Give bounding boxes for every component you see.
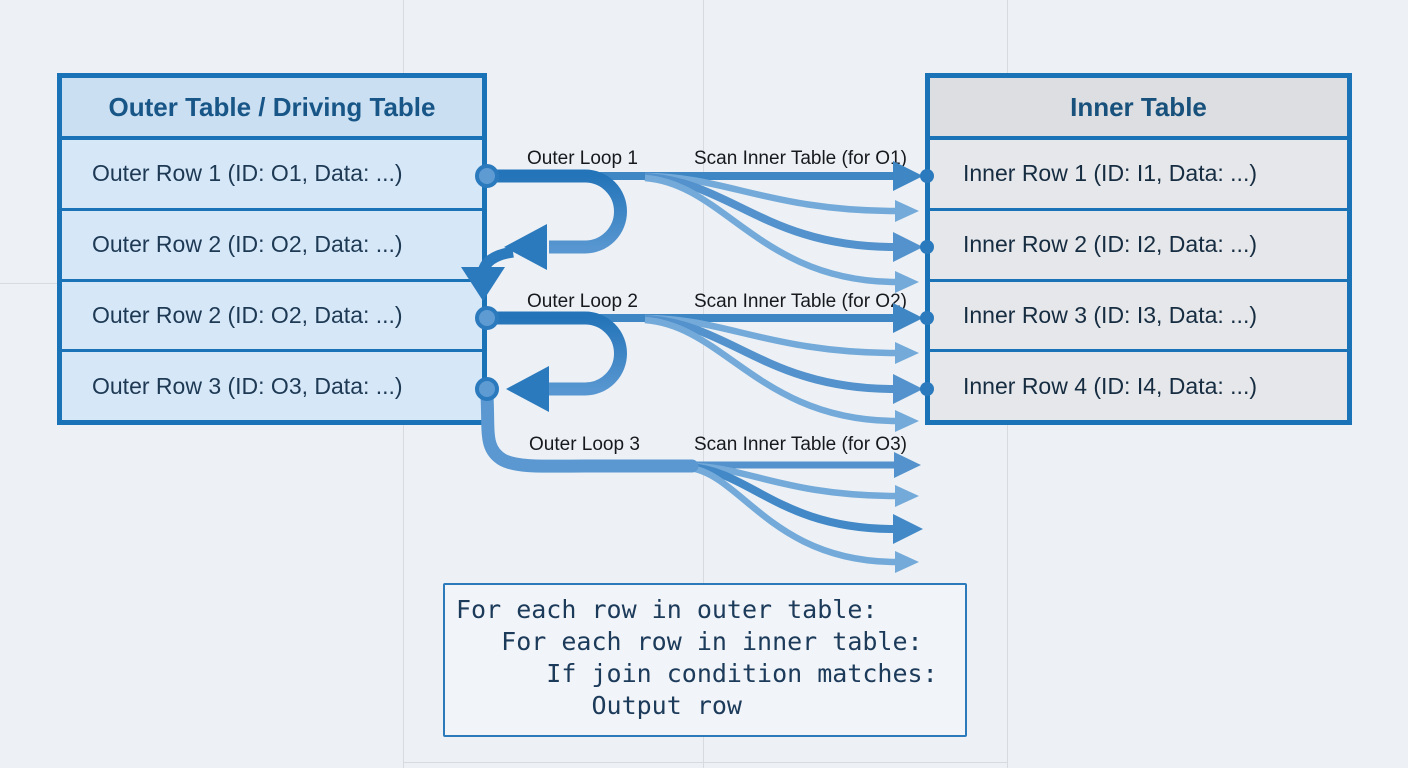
scan-fan-o3 bbox=[689, 452, 923, 573]
outer-table-row: Outer Row 1 (ID: O1, Data: ...) bbox=[92, 160, 403, 187]
outer-loop-2-label: Outer Loop 2 bbox=[527, 291, 638, 312]
outer-table-row: Outer Row 2 (ID: O2, Data: ...) bbox=[62, 278, 482, 350]
scan-inner-3-label: Scan Inner Table (for O3) bbox=[694, 434, 907, 455]
grid-line bbox=[0, 283, 60, 284]
inner-table: Inner Table Inner Row 1 (ID: I1, Data: .… bbox=[925, 73, 1352, 425]
outer-loop-3-label: Outer Loop 3 bbox=[529, 434, 640, 455]
outer-loop-1-label: Outer Loop 1 bbox=[527, 148, 638, 169]
inner-table-row: Inner Row 4 (ID: I4, Data: ...) bbox=[930, 349, 1347, 420]
grid-line bbox=[403, 762, 1007, 763]
outer-table-row: Outer Row 3 (ID: O3, Data: ...) bbox=[62, 349, 482, 420]
scan-inner-2-label: Scan Inner Table (for O2) bbox=[694, 291, 907, 312]
inner-table-title: Inner Table bbox=[930, 78, 1347, 140]
outer-table: Outer Table / Driving Table Outer Row 1 … bbox=[57, 73, 487, 425]
outer-loop-2-arrow bbox=[487, 311, 627, 412]
outer-loop-1-arrow bbox=[487, 169, 627, 270]
scan-fan-o1 bbox=[487, 161, 923, 293]
inner-table-row: Inner Row 1 (ID: I1, Data: ...) bbox=[963, 160, 1257, 187]
scan-fan-o2 bbox=[487, 303, 923, 432]
pseudocode-box: For each row in outer table: For each ro… bbox=[443, 583, 967, 737]
pseudocode-text: For each row in outer table: For each ro… bbox=[456, 595, 938, 720]
outer-table-row: Outer Row 2 (ID: O2, Data: ...) bbox=[62, 207, 482, 279]
scan-inner-1-label: Scan Inner Table (for O1) bbox=[694, 148, 907, 169]
outer-table-title: Outer Table / Driving Table bbox=[62, 78, 482, 140]
inner-table-row: Inner Row 3 (ID: I3, Data: ...) bbox=[930, 278, 1347, 350]
inner-table-row: Inner Row 2 (ID: I2, Data: ...) bbox=[930, 207, 1347, 279]
